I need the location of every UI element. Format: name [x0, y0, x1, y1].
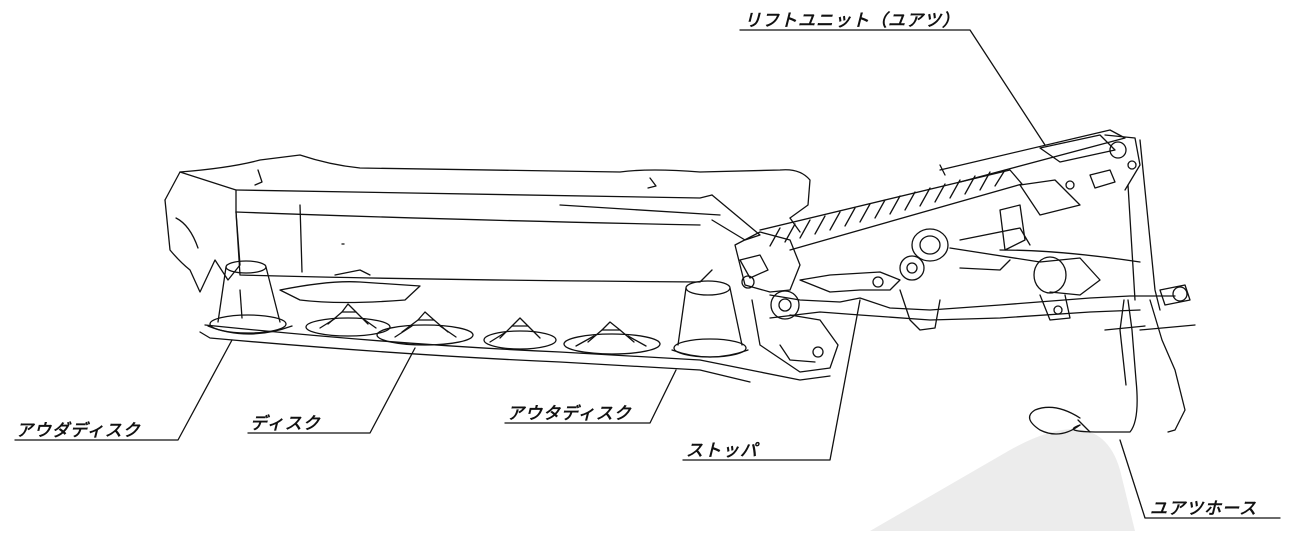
label-hydraulic-hose: ユアツホース [1150, 499, 1258, 519]
outer-disc-right-drawing [672, 281, 748, 357]
lift-unit-drawing [760, 130, 1125, 250]
label-disc: ディスク [250, 414, 321, 434]
outer-disc-left-drawing [208, 261, 292, 334]
disc-3 [484, 318, 556, 349]
disc-1 [306, 304, 390, 336]
label-lift-unit: リフトユニット（ユアツ） [744, 11, 960, 31]
cover [165, 155, 810, 292]
headstock [1000, 135, 1195, 432]
label-outer-disc-right: アウタディスク [507, 404, 632, 424]
label-outer-disc-left: アウダディスク [16, 421, 141, 441]
leader-lines [15, 30, 1280, 518]
label-stopper: ストッパ [686, 441, 758, 461]
disc-2 [377, 312, 473, 345]
hydraulic-hose-drawing [1030, 300, 1138, 434]
disc-4 [564, 322, 660, 354]
drive-frame [735, 232, 1175, 372]
gearbox [900, 228, 1140, 330]
watermark-shape [870, 429, 1135, 531]
